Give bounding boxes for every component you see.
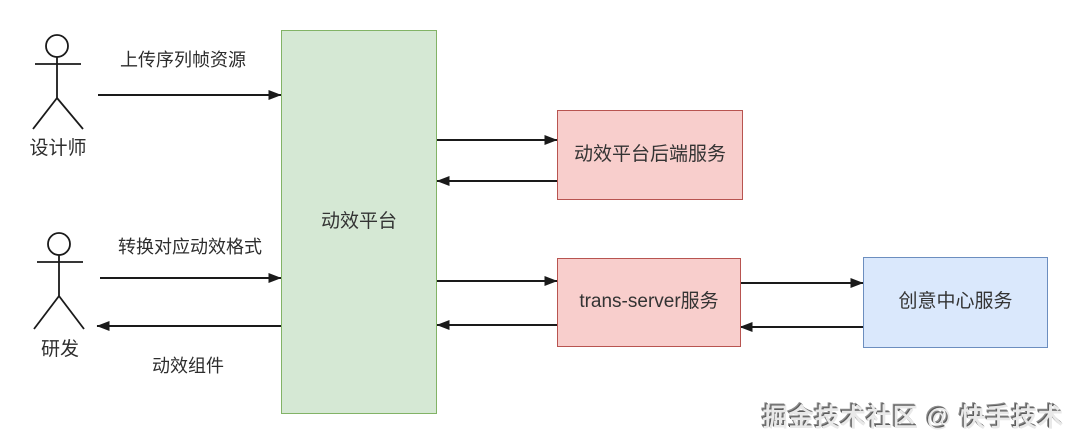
designer-actor-label: 设计师 [29,138,87,159]
edge-label-component: 动效组件 [152,356,224,376]
edge-label-convert: 转换对应动效格式 [118,237,262,257]
node-trans-server-label: trans-server服务 [579,291,719,313]
node-creative-center: 创意中心服务 [863,257,1048,348]
node-backend-service: 动效平台后端服务 [557,110,743,200]
node-trans-server: trans-server服务 [557,258,741,347]
node-animation-platform-label: 动效平台 [320,210,397,232]
developer-actor-icon [33,232,85,330]
node-creative-center-label: 创意中心服务 [898,291,1013,313]
node-backend-service-label: 动效平台后端服务 [573,143,726,165]
edge-label-upload: 上传序列帧资源 [120,50,246,70]
watermark-text: 掘金技术社区 @ 快手技术 [762,404,1064,432]
designer-actor-icon [32,34,84,130]
node-animation-platform: 动效平台 [281,30,437,414]
developer-actor-label: 研发 [40,339,80,360]
